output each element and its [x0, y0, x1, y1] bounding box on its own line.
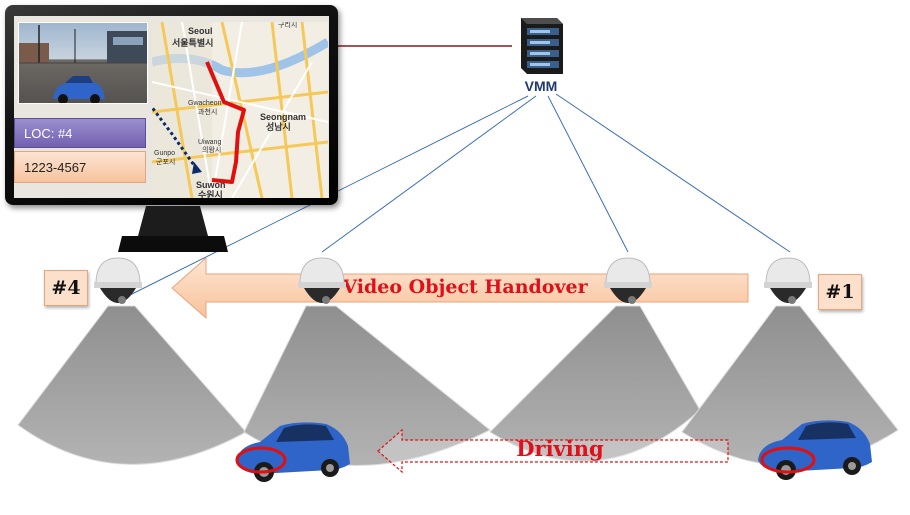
map-label-gwacheon: Gwacheon: [188, 100, 222, 107]
route-map: Seoul 서울특별시 구리시 Gwacheon 과천시 Seongnam 성남…: [152, 22, 328, 198]
driving-label: Driving: [516, 436, 604, 461]
camera-4-icon: [94, 257, 142, 304]
map-label-suwon: Suwon: [196, 180, 226, 190]
handover-arrow: [171, 256, 749, 320]
map-label-gwacheon-ko: 과천시: [198, 109, 218, 116]
handover-label: Video Object Handover: [342, 276, 588, 298]
plate-highlight: [760, 446, 816, 474]
fov-cone-camera-2: [489, 305, 701, 462]
street-photo: [18, 22, 148, 104]
map-label-seongnam: Seongnam: [260, 112, 307, 122]
camera-4-tag: #4: [44, 270, 88, 306]
map-label-uiwang-ko: 의왕시: [202, 147, 222, 154]
tracked-path: [152, 104, 198, 169]
vmm-camera-2-link: [547, 95, 629, 253]
monitor-stand: [118, 206, 228, 252]
plate-number-readout: 1223-4567: [14, 151, 146, 183]
location-readout: LOC: #4: [14, 118, 146, 148]
fov-cone-camera-4: [17, 305, 247, 465]
route-line: [205, 61, 246, 184]
car-at-camera-1: [758, 420, 872, 480]
camera-2-icon: [604, 257, 652, 304]
camera-3-icon: [298, 257, 346, 304]
vmm-camera-1-link: [555, 93, 791, 253]
vmm-label: VMM: [524, 78, 558, 94]
map-label-guri: 구리시: [278, 22, 298, 29]
camera-1-icon: [764, 257, 812, 304]
driving-arrow: [377, 428, 729, 474]
map-label-seoul: Seoul: [188, 26, 213, 36]
map-label-suwon-ko: 수원시: [198, 190, 223, 198]
camera-1-tag: #1: [818, 274, 862, 310]
map-label-uiwang: Uiwang: [198, 139, 222, 146]
server-icon: [521, 18, 563, 74]
map-label-seoul-ko: 서울특별시: [172, 38, 214, 48]
map-label-seongnam-ko: 성남시: [266, 122, 291, 132]
direction-arrow-icon: [192, 162, 202, 174]
map-label-gunpo-ko: 군포시: [156, 159, 176, 166]
car-at-camera-4: [235, 422, 350, 482]
vmm-camera-3-link: [321, 95, 537, 253]
plate-highlight: [235, 446, 287, 474]
map-label-gunpo: Gunpo: [154, 150, 176, 157]
